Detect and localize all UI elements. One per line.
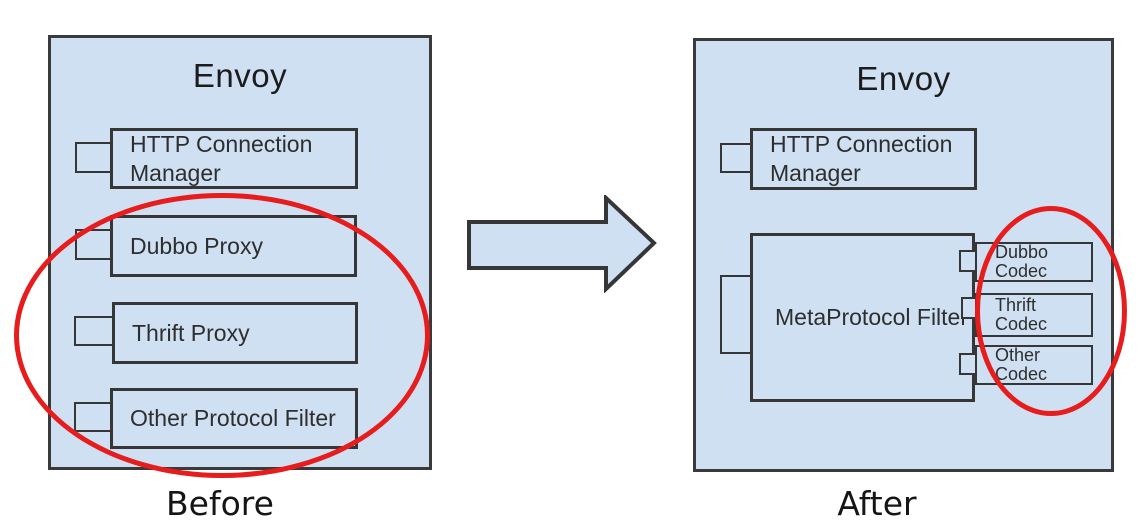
filter-tab-notch [74,402,114,432]
filter-tab-notch [75,229,114,260]
codec-label: Other Codec [995,345,1048,384]
caption-before: Before [166,484,274,523]
filter-box-other-protocol-filter: Other Protocol Filter [110,388,358,449]
filter-box-dubbo-proxy: Dubbo Proxy [110,215,357,277]
panel-title-before: Envoy [192,57,288,94]
filter-box-thrift-proxy: Thrift Proxy [112,302,358,364]
filter-box-http-connection-manager: HTTP Connection Manager [110,128,358,189]
caption-after: After [837,484,917,523]
codec-box-other: Other Codec [975,345,1093,385]
transform-arrow-icon [466,193,658,298]
filter-label: Other Protocol Filter [130,405,336,432]
filter-box-http-connection-manager-after: HTTP Connection Manager [750,128,977,190]
filter-label: Dubbo Proxy [130,232,263,259]
codec-label: Dubbo Codec [995,242,1049,281]
filter-box-metaprotocol-filter: MetaProtocol Filter [750,233,975,402]
codec-label: Thrift Codec [995,295,1048,334]
codec-box-dubbo: Dubbo Codec [975,242,1093,282]
filter-label: HTTP Connection Manager [130,130,313,186]
filter-tab-notch [74,316,114,346]
filter-tab-notch [75,142,114,173]
codec-box-thrift: Thrift Codec [975,293,1093,337]
filter-label: Thrift Proxy [132,319,250,346]
panel-title-after: Envoy [856,60,951,97]
filter-label: MetaProtocol Filter [775,304,969,331]
filter-label: HTTP Connection Manager [770,131,953,186]
filter-tab-notch [720,275,755,354]
